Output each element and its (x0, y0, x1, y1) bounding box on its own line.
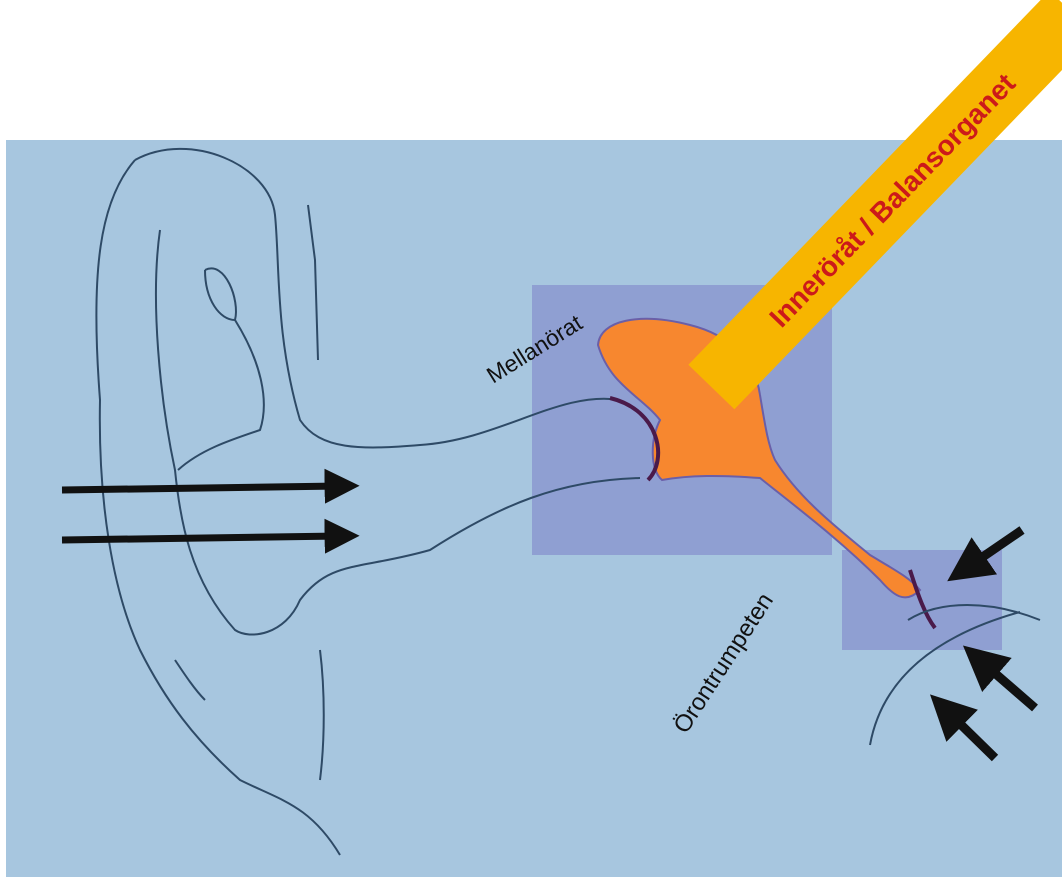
arrow-right-icon (62, 486, 340, 490)
arrow-right-icon (62, 536, 340, 540)
